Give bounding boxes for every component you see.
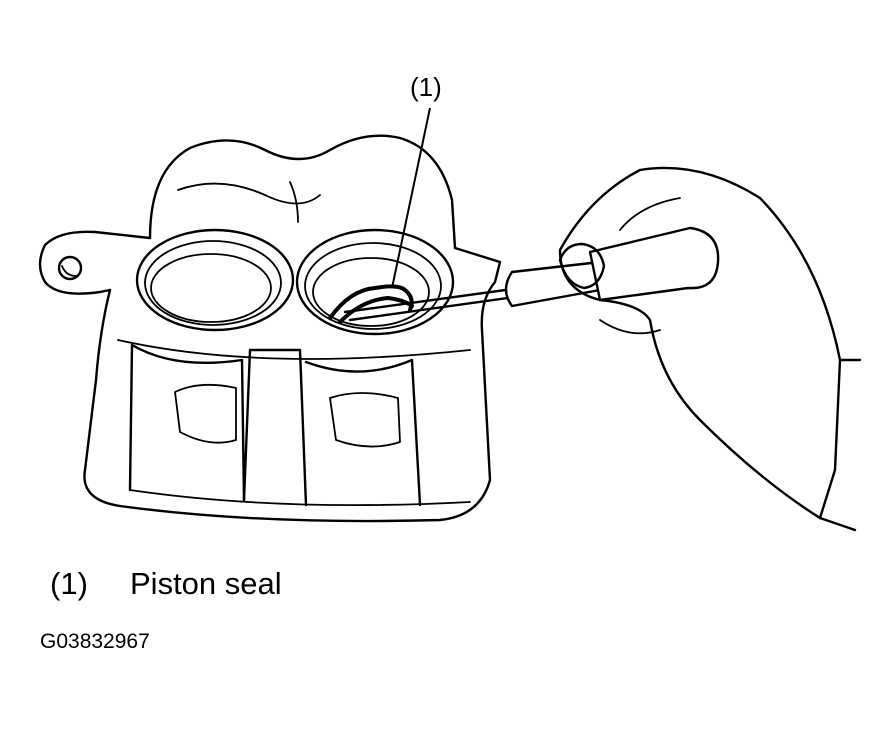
right-window xyxy=(304,358,422,507)
callout-label: (1) xyxy=(410,72,442,102)
pick-tool-shaft xyxy=(343,286,524,322)
caliper-body xyxy=(83,246,502,523)
legend-entry: (1) Piston seal xyxy=(50,566,282,602)
piston-seal xyxy=(328,284,414,320)
legend-text: Piston seal xyxy=(130,566,282,601)
right-cylinder-bore xyxy=(295,228,455,336)
mounting-ear xyxy=(38,230,152,295)
caliper-top xyxy=(148,134,457,250)
mounting-hole xyxy=(57,255,83,281)
left-window xyxy=(128,343,246,502)
left-cylinder-bore xyxy=(135,228,295,332)
hand xyxy=(558,166,862,532)
legend-number: (1) xyxy=(50,566,88,601)
center-rib xyxy=(242,348,308,507)
thumb xyxy=(558,242,606,290)
figure-code: G03832967 xyxy=(40,630,150,653)
